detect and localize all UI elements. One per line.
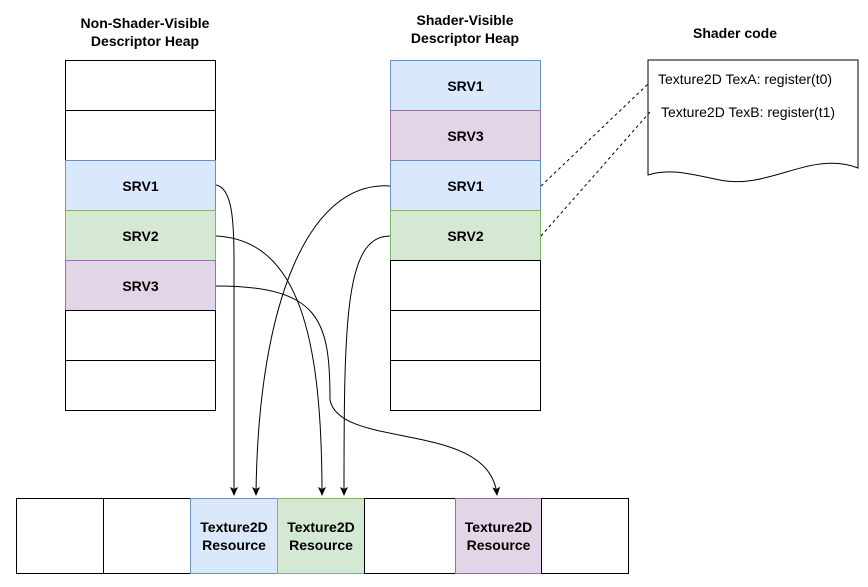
resource-slot-5 xyxy=(364,498,456,574)
texture2d-resource-label: Texture2D Resource xyxy=(287,519,355,553)
shader-code-document-shape xyxy=(647,59,859,182)
sv-heap-slot-5 xyxy=(390,260,541,311)
texture2d-resource-label: Texture2D Resource xyxy=(200,519,268,553)
nsv-heap-slot-7 xyxy=(65,360,216,411)
nsv-heap-slot-srv2: SRV2 xyxy=(65,210,216,261)
sv-heap-slot-6 xyxy=(390,310,541,361)
arrow-sv-srv2 xyxy=(340,235,391,496)
sv-heap-slot-srv2: SRV2 xyxy=(390,210,541,261)
dashed-link-texb xyxy=(540,111,651,237)
texture2d-resource-purple: Texture2D Resource xyxy=(455,498,542,574)
sv-heap-slot-7 xyxy=(390,360,541,411)
shader-code-title: Shader code xyxy=(692,25,778,41)
dashed-link-texa xyxy=(540,83,649,187)
nsv-heap-slot-srv1: SRV1 xyxy=(65,160,216,211)
sv-heap-slot-srv1-top: SRV1 xyxy=(390,60,541,111)
arrow-nsv-srv3 xyxy=(215,285,501,496)
non-shader-visible-heap-title: Non-Shader-Visible Descriptor Heap xyxy=(80,15,210,49)
sv-heap-slot-srv1: SRV1 xyxy=(390,160,541,211)
arrow-nsv-srv1 xyxy=(215,184,238,496)
texture2d-resource-green: Texture2D Resource xyxy=(277,498,365,574)
sv-heap-slot-srv3: SRV3 xyxy=(390,110,541,161)
shader-code-line-texa: Texture2D TexA: register(t0) xyxy=(658,71,833,87)
texture2d-resource-label: Texture2D Resource xyxy=(464,519,533,553)
arrow-nsv-srv2 xyxy=(215,235,326,496)
texture2d-resource-blue: Texture2D Resource xyxy=(190,498,278,574)
resource-slot-1 xyxy=(16,498,104,574)
arrow-sv-srv1 xyxy=(252,185,391,496)
shader-visible-heap-title: Shader-Visible Descriptor Heap xyxy=(410,12,520,46)
nsv-heap-slot-1 xyxy=(65,60,216,111)
nsv-heap-slot-6 xyxy=(65,310,216,361)
shader-code-line-texb: Texture2D TexB: register(t1) xyxy=(661,104,836,120)
resource-slot-7 xyxy=(541,498,629,574)
